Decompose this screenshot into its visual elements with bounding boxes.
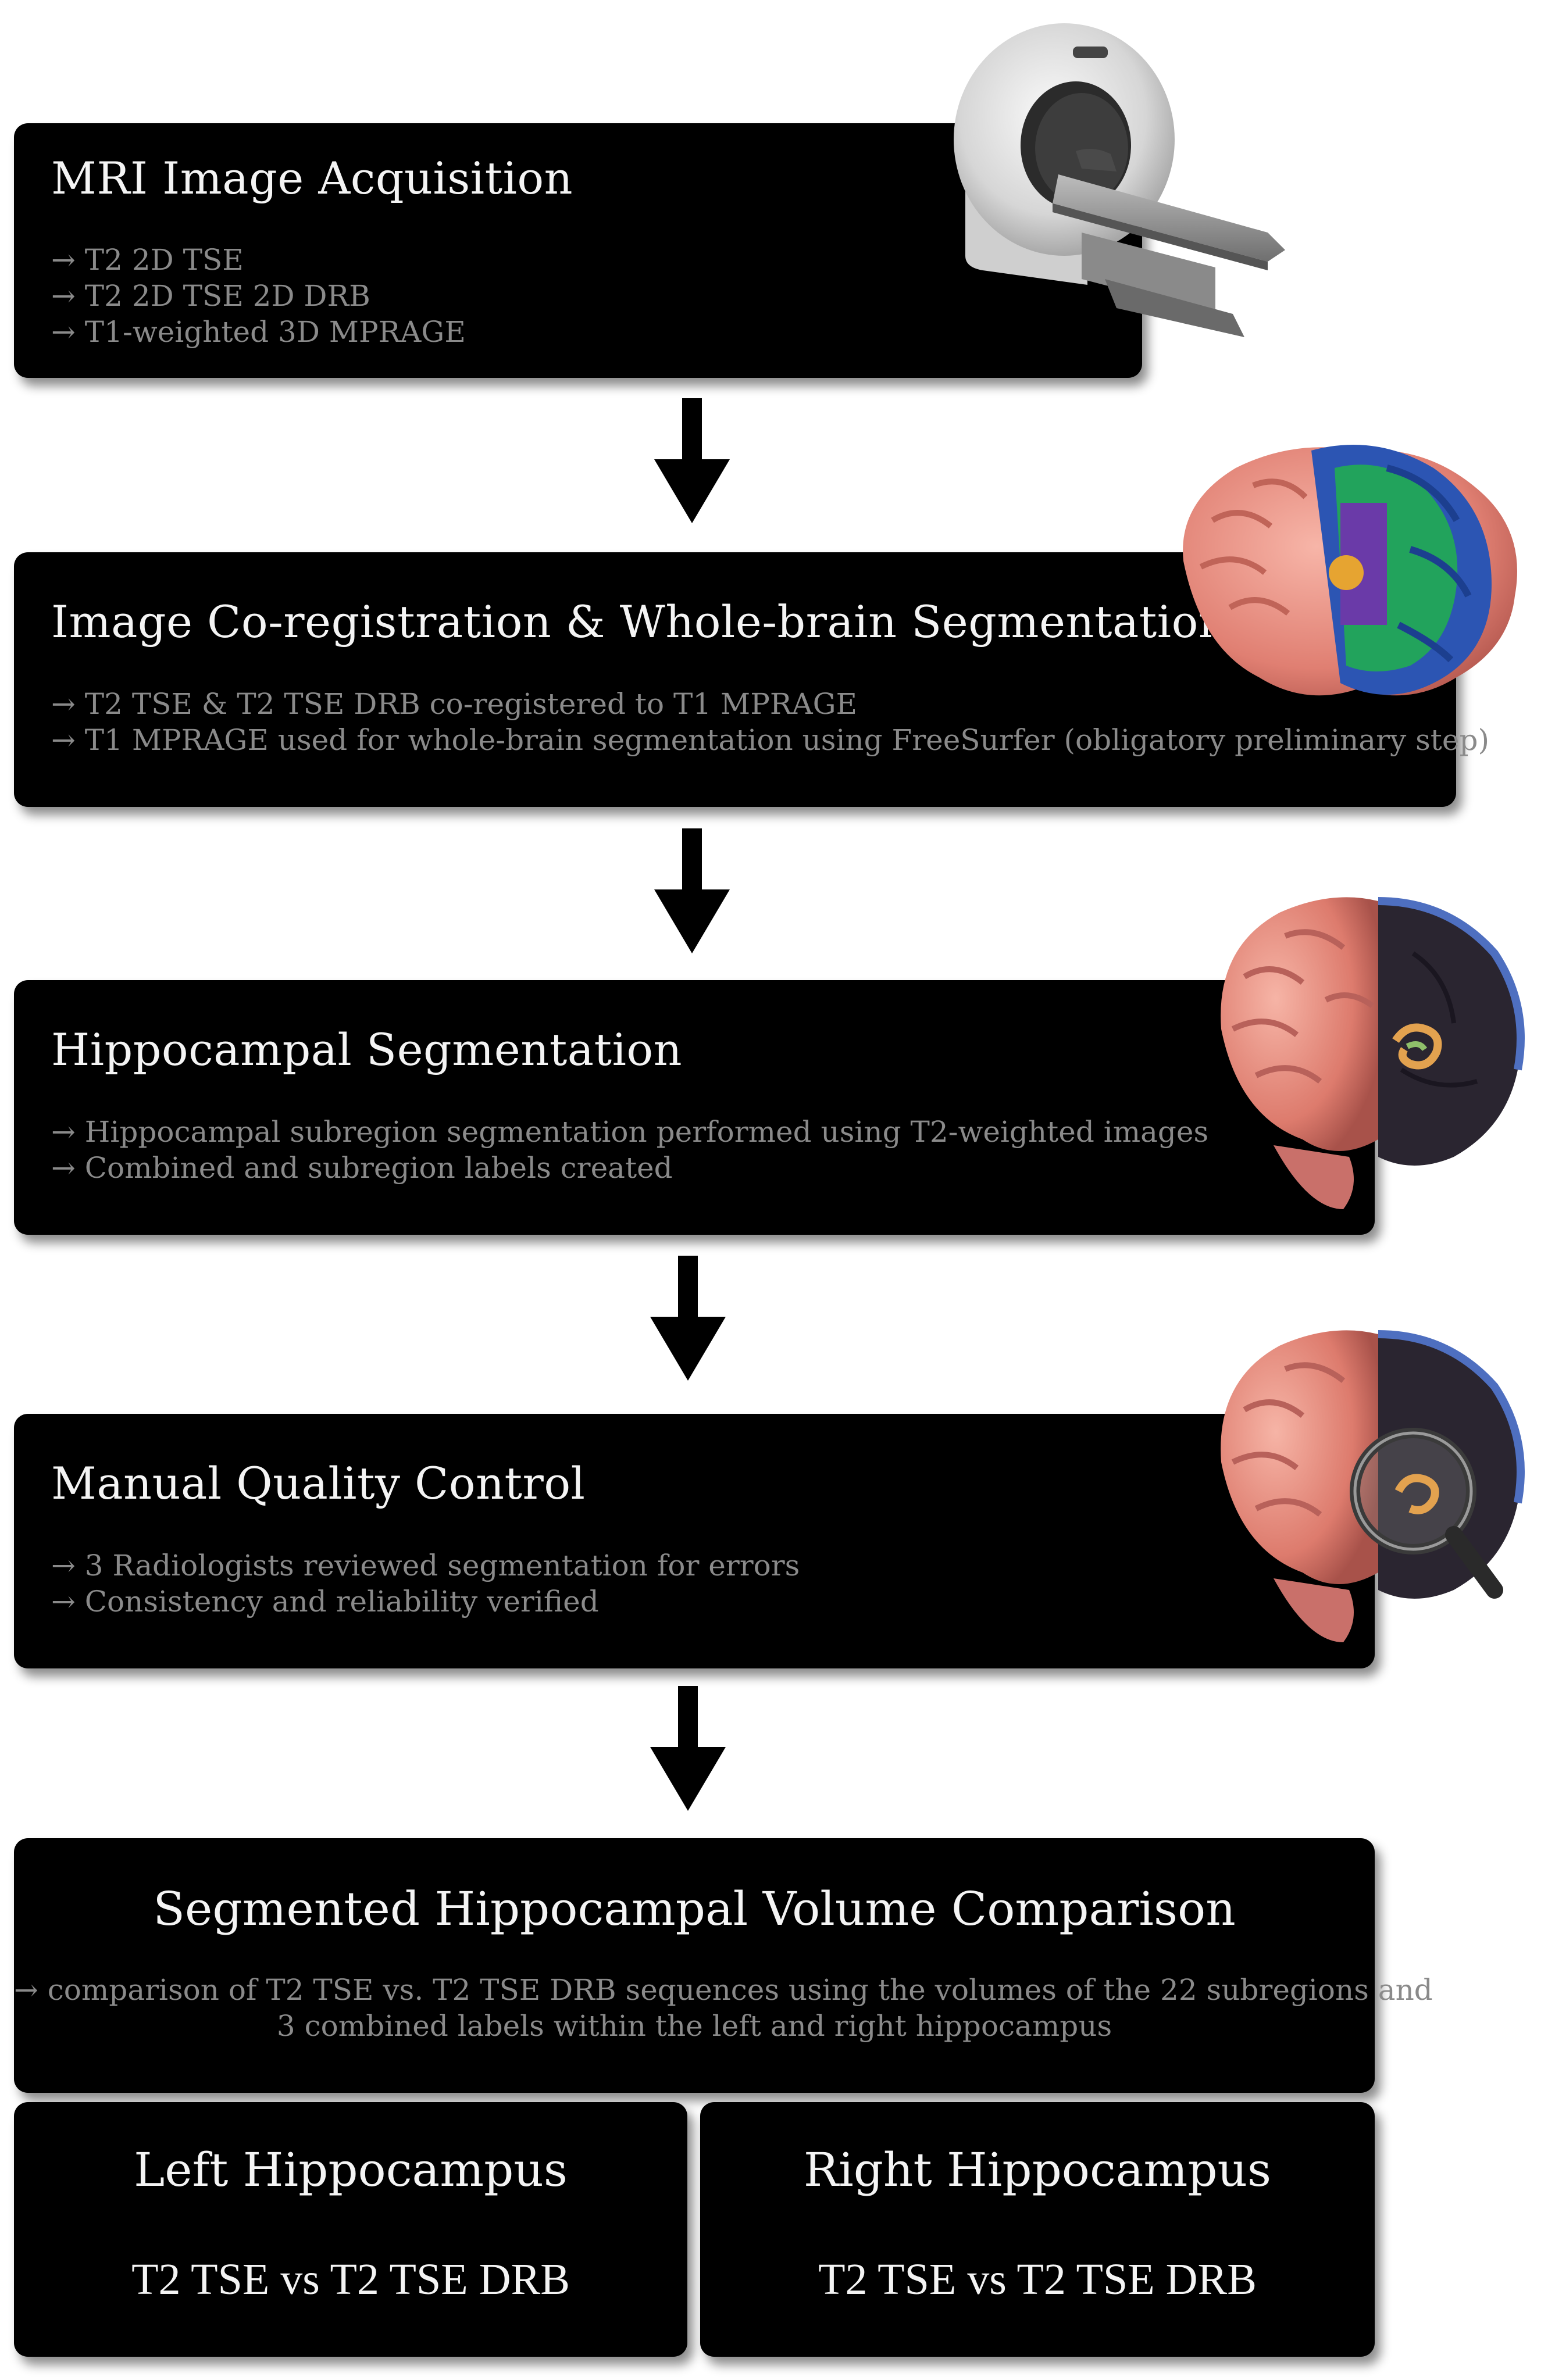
step-title: Manual Quality Control (51, 1457, 586, 1509)
step-title: Hippocampal Segmentation (51, 1024, 683, 1075)
step-detail-line: → T2 TSE & T2 TSE DRB co-registered to T… (51, 687, 858, 721)
result-comparison: T2 TSE vs T2 TSE DRB (818, 2255, 1257, 2304)
step-detail-line: → T1 MPRAGE used for whole-brain segment… (51, 723, 1489, 757)
step-title: Segmented Hippocampal Volume Comparison (153, 1882, 1236, 1936)
result-right-hippocampus: Right Hippocampus T2 TSE vs T2 TSE DRB (700, 2102, 1375, 2357)
step-detail-line: → Consistency and reliability verified (51, 1585, 599, 1618)
step-details: → comparison of T2 TSE vs. T2 TSE DRB se… (14, 1972, 1433, 2044)
result-title: Right Hippocampus (803, 2143, 1272, 2197)
segmented-brain-icon (1183, 445, 1517, 696)
step-detail-line: → 3 Radiologists reviewed segmentation f… (51, 1549, 800, 1582)
step-detail-line: → T2 2D TSE 2D DRB (51, 279, 370, 313)
step-detail-line: → T1-weighted 3D MPRAGE (51, 315, 466, 349)
step-detail-line: → comparison of T2 TSE vs. T2 TSE DRB se… (14, 1973, 1433, 2007)
step-details: → 3 Radiologists reviewed segmentation f… (51, 1548, 800, 1620)
step-details: → T2 2D TSE → T2 2D TSE 2D DRB → T1-weig… (51, 242, 466, 350)
down-arrow-icon (654, 828, 730, 953)
step-quality-control: Manual Quality Control → 3 Radiologists … (14, 1414, 1375, 1668)
hippocampus-brain-icon (1221, 897, 1525, 1209)
step-detail-line: → Hippocampal subregion segmentation per… (51, 1115, 1209, 1149)
step-title: MRI Image Acquisition (51, 152, 573, 204)
result-title: Left Hippocampus (134, 2143, 568, 2197)
step-mri-acquisition: MRI Image Acquisition → T2 2D TSE → T2 2… (14, 123, 1142, 378)
down-arrow-icon (650, 1686, 726, 1811)
down-arrow-icon (650, 1256, 726, 1381)
step-detail-line: → Combined and subregion labels created (51, 1151, 673, 1185)
magnifier-brain-icon (1221, 1330, 1525, 1642)
result-comparison: T2 TSE vs T2 TSE DRB (131, 2255, 570, 2304)
step-details: → T2 TSE & T2 TSE DRB co-registered to T… (51, 686, 1489, 758)
step-details: → Hippocampal subregion segmentation per… (51, 1114, 1208, 1186)
step-volume-comparison: Segmented Hippocampal Volume Comparison … (14, 1838, 1433, 2093)
down-arrow-icon (654, 398, 730, 523)
step-detail-line: 3 combined labels within the left and ri… (276, 2009, 1112, 2043)
step-detail-line: → T2 2D TSE (51, 243, 244, 277)
step-title: Image Co-registration & Whole-brain Segm… (51, 596, 1228, 648)
mri-scanner-icon (954, 23, 1285, 337)
step-coregistration: Image Co-registration & Whole-brain Segm… (14, 552, 1489, 807)
result-left-hippocampus: Left Hippocampus T2 TSE vs T2 TSE DRB (14, 2102, 687, 2357)
step-hippocampal-segmentation: Hippocampal Segmentation → Hippocampal s… (14, 980, 1375, 1235)
